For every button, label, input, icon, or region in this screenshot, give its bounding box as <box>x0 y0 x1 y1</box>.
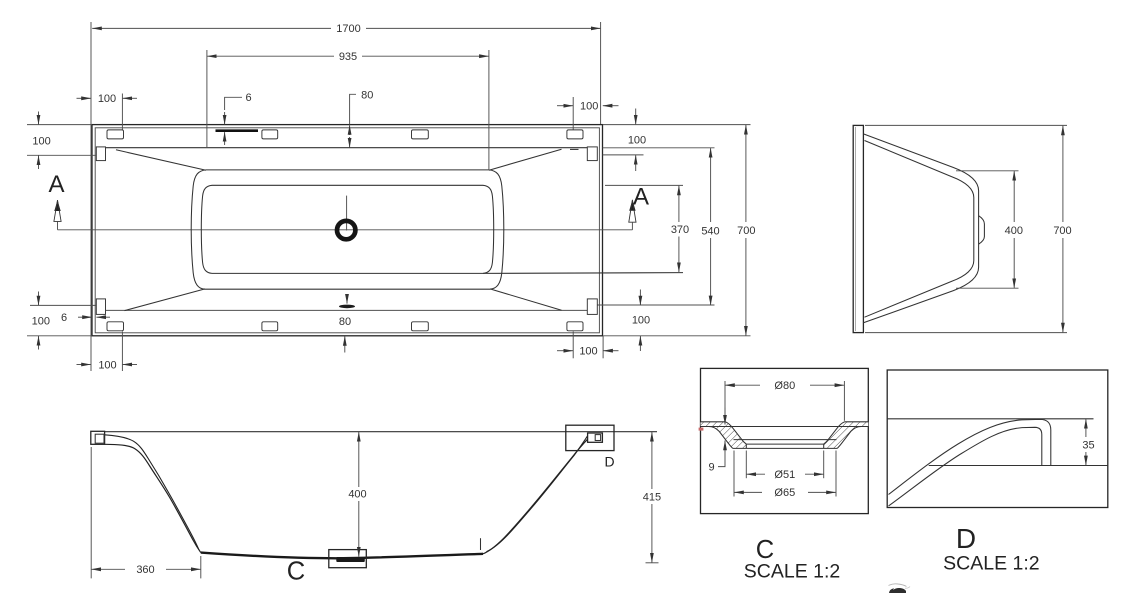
svg-text:C: C <box>756 536 774 564</box>
svg-text:370: 370 <box>671 224 689 236</box>
svg-text:415: 415 <box>643 492 661 504</box>
svg-text:400: 400 <box>1005 225 1023 237</box>
svg-text:935: 935 <box>339 51 357 63</box>
svg-text:100: 100 <box>579 346 597 358</box>
svg-text:D: D <box>604 454 614 470</box>
svg-text:6: 6 <box>61 312 67 324</box>
svg-text:C: C <box>287 557 305 585</box>
svg-text:700: 700 <box>737 225 755 237</box>
svg-text:80: 80 <box>339 316 351 328</box>
svg-text:Ø80: Ø80 <box>774 380 795 392</box>
svg-text:1700: 1700 <box>336 23 360 35</box>
svg-text:35: 35 <box>1082 439 1094 451</box>
svg-text:700: 700 <box>1053 225 1071 237</box>
svg-text:80: 80 <box>361 90 373 102</box>
svg-text:Ø65: Ø65 <box>774 487 795 499</box>
svg-text:100: 100 <box>32 315 50 327</box>
svg-text:100: 100 <box>32 135 50 147</box>
svg-text:100: 100 <box>632 315 650 327</box>
svg-text:100: 100 <box>98 93 116 105</box>
svg-text:100: 100 <box>628 134 646 146</box>
svg-text:Ø51: Ø51 <box>774 469 795 481</box>
svg-text:9: 9 <box>708 461 714 473</box>
svg-text:A: A <box>48 171 64 198</box>
svg-text:6: 6 <box>245 92 251 104</box>
svg-text:SCALE 1:2: SCALE 1:2 <box>943 553 1039 575</box>
svg-text:540: 540 <box>701 226 719 238</box>
svg-text:D: D <box>956 523 976 554</box>
svg-text:360: 360 <box>136 564 154 576</box>
svg-text:100: 100 <box>98 359 116 371</box>
svg-text:SCALE 1:2: SCALE 1:2 <box>744 561 840 583</box>
svg-text:A: A <box>633 183 649 210</box>
svg-text:400: 400 <box>348 489 366 501</box>
svg-text:100: 100 <box>580 101 598 113</box>
